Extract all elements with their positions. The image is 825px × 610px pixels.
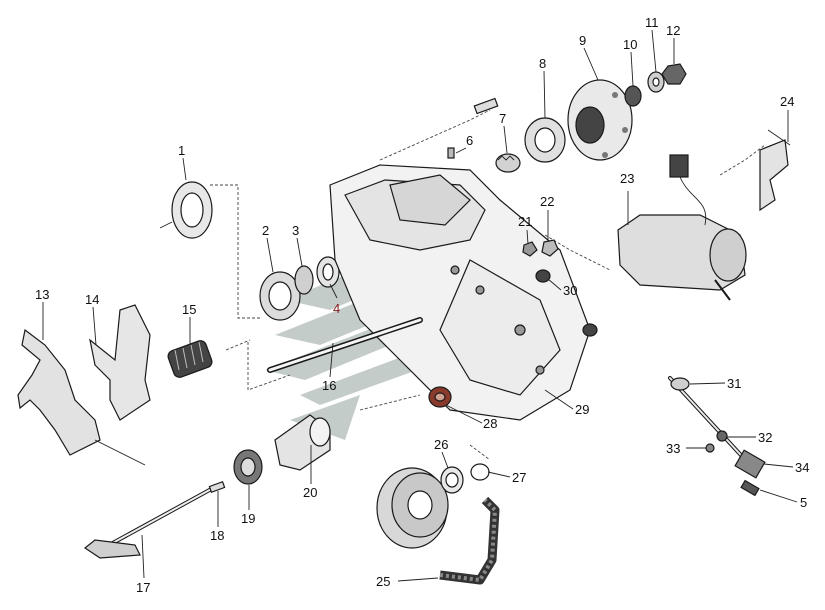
callout-16: 16 xyxy=(322,378,336,393)
callout-21: 21 xyxy=(518,214,532,229)
part-bearing-8 xyxy=(524,117,566,163)
part-shift-fork-14 xyxy=(89,304,151,421)
part-shift-rod-17 xyxy=(83,485,217,559)
part-seal-28 xyxy=(428,386,452,408)
callout-29: 29 xyxy=(575,402,589,417)
callout-25: 25 xyxy=(376,574,390,589)
callout-12: 12 xyxy=(666,23,680,38)
callout-20: 20 xyxy=(303,485,317,500)
callout-1: 1 xyxy=(178,143,185,158)
callout-14: 14 xyxy=(85,292,99,307)
part-bolt-top xyxy=(473,97,499,115)
callout-4: 4 xyxy=(333,301,340,316)
part-chain-25 xyxy=(439,496,500,585)
callout-27: 27 xyxy=(512,470,526,485)
callout-11: 11 xyxy=(645,15,659,30)
callout-28: 28 xyxy=(483,416,497,431)
part-washer-4 xyxy=(316,256,340,288)
part-shift-drum-20 xyxy=(274,414,331,471)
callout-7: 7 xyxy=(499,111,506,126)
callout-30: 30 xyxy=(563,283,577,298)
part-nut-21 xyxy=(522,241,538,257)
part-ring-33 xyxy=(705,443,715,453)
part-collar-34 xyxy=(734,449,766,479)
callout-8: 8 xyxy=(539,56,546,71)
callout-leaders xyxy=(42,29,798,582)
callout-6: 6 xyxy=(466,133,473,148)
part-pin-18 xyxy=(208,481,226,493)
part-nut-12 xyxy=(661,63,687,85)
assembly-dashed-lines xyxy=(210,109,766,461)
part-terminal-24 xyxy=(759,129,791,212)
part-washer-11 xyxy=(647,71,665,93)
part-shaft-31 xyxy=(668,376,752,467)
part-bolt-6 xyxy=(447,147,455,159)
callout-15: 15 xyxy=(182,302,196,317)
callout-33: 33 xyxy=(666,441,680,456)
part-bearing-2 xyxy=(259,271,301,321)
part-circlip-27 xyxy=(470,463,490,481)
callout-18: 18 xyxy=(210,528,224,543)
callout-5: 5 xyxy=(800,495,807,510)
part-gear-7 xyxy=(495,153,521,173)
callout-22: 22 xyxy=(540,194,554,209)
callout-32: 32 xyxy=(758,430,772,445)
callout-13: 13 xyxy=(35,287,49,302)
part-ring-32 xyxy=(716,430,728,442)
part-bolt-5 xyxy=(740,479,760,497)
callout-23: 23 xyxy=(620,171,634,186)
part-ring-3 xyxy=(294,265,314,295)
part-shift-fork-13 xyxy=(17,328,146,466)
callout-17: 17 xyxy=(136,580,150,595)
part-large-gear xyxy=(376,467,449,549)
part-washer-26 xyxy=(440,466,464,494)
callout-9: 9 xyxy=(579,33,586,48)
part-nut-22 xyxy=(541,239,559,257)
part-gear-19 xyxy=(233,449,263,485)
part-oil-seal-1 xyxy=(159,181,213,239)
callout-labels: 1 2 3 4 5 6 7 8 9 10 11 12 13 14 15 16 1… xyxy=(35,15,809,595)
callout-2: 2 xyxy=(262,223,269,238)
part-spring-15 xyxy=(167,340,213,378)
part-transmission-housing xyxy=(329,164,591,421)
part-flange-cover-9 xyxy=(567,79,633,161)
callout-34: 34 xyxy=(795,460,809,475)
part-washer-10 xyxy=(624,85,642,107)
callout-19: 19 xyxy=(241,511,255,526)
part-starter-motor-23 xyxy=(617,154,747,301)
callout-3: 3 xyxy=(292,223,299,238)
callout-31: 31 xyxy=(727,376,741,391)
callout-10: 10 xyxy=(623,37,637,52)
callout-24: 24 xyxy=(780,94,794,109)
part-shaft-16 xyxy=(267,317,423,373)
part-plug-30 xyxy=(535,269,598,337)
callout-26: 26 xyxy=(434,437,448,452)
